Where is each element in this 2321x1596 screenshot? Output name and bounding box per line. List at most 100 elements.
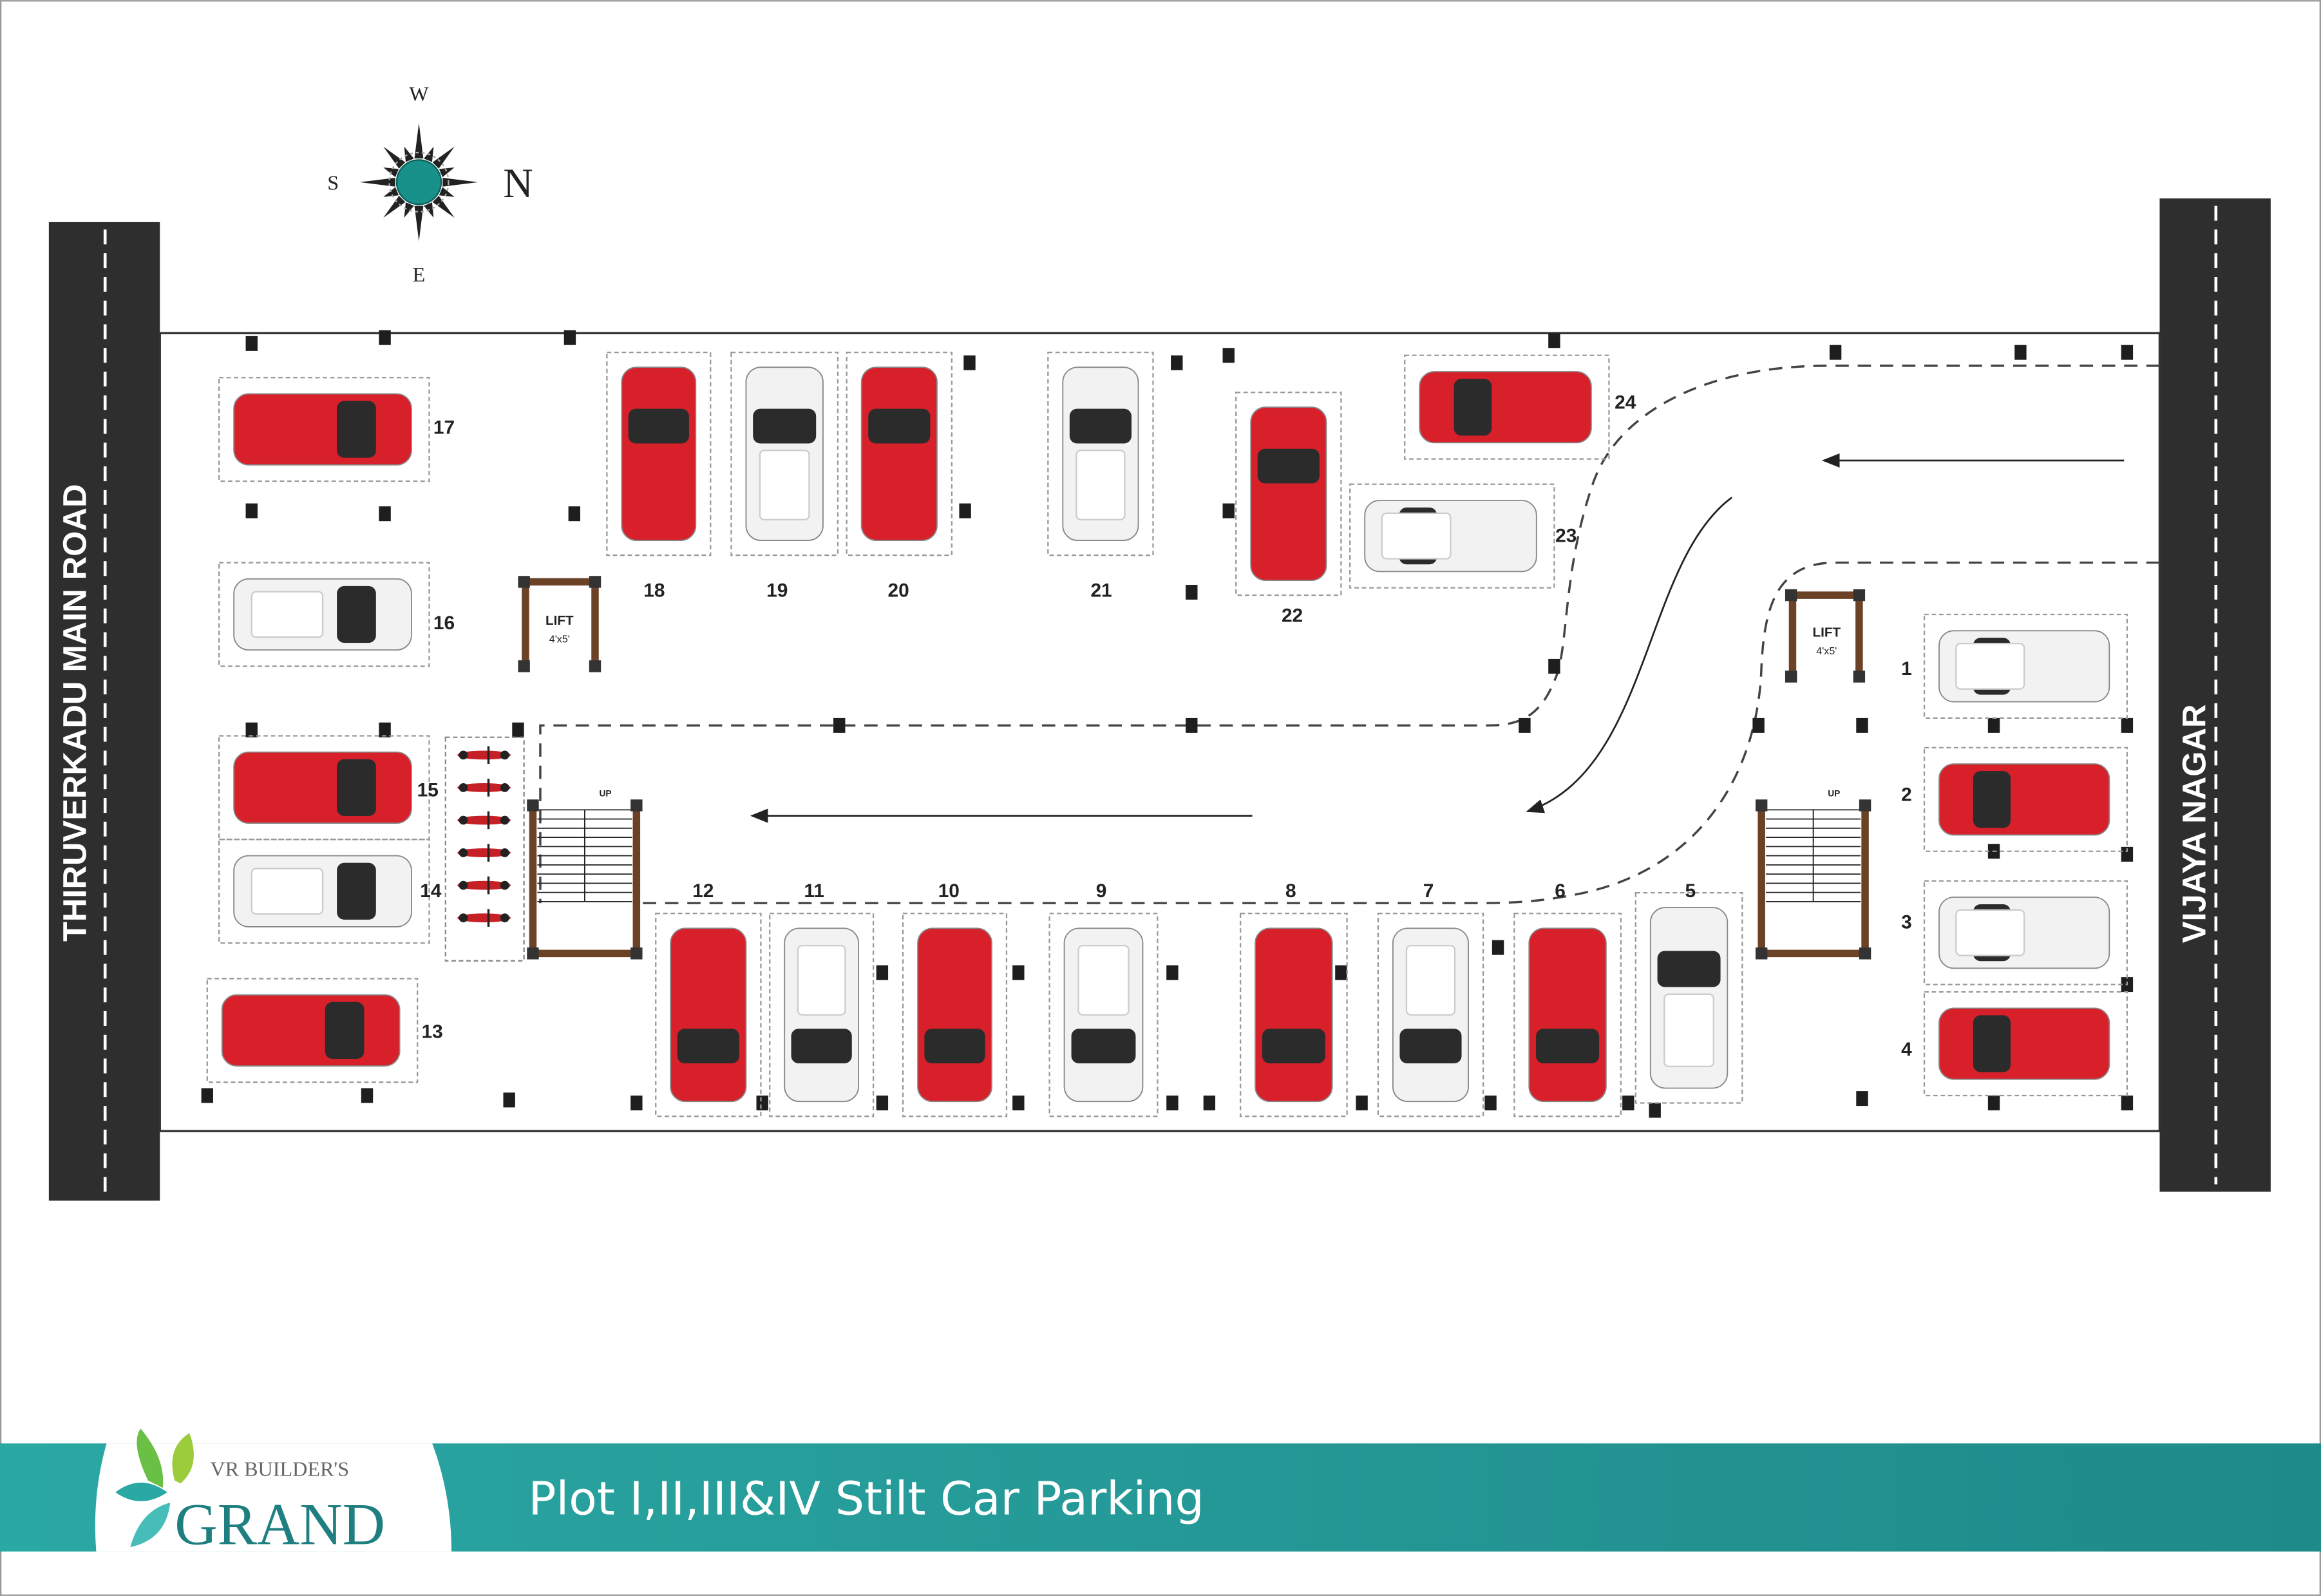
column-pillar <box>2121 846 2134 862</box>
column-pillar <box>2121 345 2134 360</box>
white-car <box>1649 907 1729 1089</box>
two-wheeler-icon <box>457 746 511 765</box>
compass-ray <box>383 195 406 218</box>
compass-ray <box>359 177 395 187</box>
column-pillar <box>1203 1095 1216 1110</box>
parking-slot: 19 <box>730 352 839 601</box>
compass-west: W <box>409 82 429 105</box>
column-pillar <box>1492 940 1504 955</box>
white-car <box>1938 630 2110 703</box>
slot-number: 23 <box>1555 525 1577 546</box>
slot-number: 4 <box>1901 1039 1912 1060</box>
column-pillar <box>1171 355 1183 370</box>
slot-boundary <box>730 352 839 556</box>
leaf-icon <box>115 1483 167 1501</box>
slot-boundary <box>1048 913 1159 1117</box>
column-pillar <box>1519 717 1531 733</box>
slot-number: 13 <box>422 1021 443 1042</box>
column-pillar <box>1484 1095 1497 1110</box>
column-pillar <box>379 506 391 522</box>
compass-ray <box>414 122 424 159</box>
column-pillar <box>2121 717 2134 733</box>
lift-right: LIFT 4'x5' <box>1785 589 1866 683</box>
slot-number: 2 <box>1901 784 1912 806</box>
white-car <box>1063 927 1144 1103</box>
slot-boundary <box>655 913 762 1117</box>
column-pillar <box>245 722 258 737</box>
column-pillar <box>1649 1103 1661 1118</box>
slot-boundary <box>902 913 1008 1117</box>
parking-slot: 21 <box>1047 352 1154 601</box>
red-car <box>670 927 747 1103</box>
slot-number: 11 <box>804 880 824 902</box>
slot-number: 19 <box>766 580 788 601</box>
staircase-right: UP <box>1755 789 1871 960</box>
logo: VR BUILDER'S GRAND <box>115 1429 385 1557</box>
column-pillar <box>503 1092 515 1108</box>
column-pillar <box>512 722 524 737</box>
pillars <box>201 330 2134 1118</box>
parking-slot: 7 <box>1377 880 1484 1117</box>
column-pillar <box>1752 717 1765 733</box>
column-pillar <box>1012 965 1025 980</box>
white-car <box>233 578 412 651</box>
two-wheeler-parking <box>444 736 525 962</box>
slot-boundary <box>218 562 430 667</box>
parking-slot: 8 <box>1239 880 1348 1117</box>
slot-boundary <box>1235 392 1342 596</box>
slot-boundary <box>1239 913 1348 1117</box>
parking-slot: 3 <box>1901 880 2128 985</box>
lift-size: 4'x5' <box>549 634 570 645</box>
column-pillar <box>959 503 971 518</box>
parking-slot: 4 <box>1901 991 2128 1097</box>
slot-number: 20 <box>888 580 909 601</box>
logo-builders-text: VR BUILDER'S <box>210 1458 349 1481</box>
white-car <box>233 855 412 927</box>
parking-slot: 11 <box>769 880 875 1117</box>
red-car <box>1528 927 1607 1103</box>
column-pillar <box>2014 345 2027 360</box>
traffic-arrows <box>750 453 2125 823</box>
left-road: THIRUVERKADU MAIN ROAD <box>48 222 160 1201</box>
two-wheeler-icon <box>457 876 511 895</box>
column-pillar <box>245 336 258 351</box>
arrow-turn <box>1526 497 1733 813</box>
parking-slot: 14 <box>218 839 442 944</box>
column-pillar <box>1166 1095 1179 1110</box>
column-pillar <box>1829 345 1842 360</box>
parking-slot: 5 <box>1634 880 1743 1104</box>
slot-boundary <box>1923 880 2128 985</box>
column-pillar <box>1548 658 1560 674</box>
leaf-icon <box>137 1429 164 1488</box>
white-car <box>1062 366 1139 541</box>
column-pillar <box>2121 1095 2134 1110</box>
column-pillar <box>1012 1095 1025 1110</box>
lift-size: 4'x5' <box>1816 645 1837 657</box>
column-pillar <box>568 506 580 522</box>
slot-boundary <box>1047 352 1154 556</box>
column-pillar <box>833 717 846 733</box>
slot-boundary <box>846 352 953 556</box>
red-car <box>1938 1007 2110 1080</box>
column-pillar <box>361 1088 374 1103</box>
stair-up-label: UP <box>599 789 611 799</box>
slot-boundary <box>1404 354 1610 460</box>
parking-slot: 6 <box>1513 880 1622 1117</box>
slot-boundary <box>1923 991 2128 1097</box>
parking-slot: 15 <box>218 735 439 841</box>
slot-number: 16 <box>433 613 455 634</box>
slot-number: 17 <box>433 417 455 439</box>
compass-rose: W E S N <box>327 82 533 285</box>
white-car <box>1392 927 1470 1103</box>
staircase-left: UP <box>527 789 643 960</box>
red-car <box>1255 927 1333 1103</box>
column-pillar <box>1335 965 1347 980</box>
slot-number: 21 <box>1090 580 1112 601</box>
white-car <box>1938 897 2110 969</box>
column-pillar <box>1987 717 2000 733</box>
white-car <box>784 927 860 1103</box>
column-pillar <box>1856 717 1868 733</box>
parking-slot: 24 <box>1404 354 1636 460</box>
page-title: Plot I,II,III&IV Stilt Car Parking <box>529 1472 1204 1525</box>
